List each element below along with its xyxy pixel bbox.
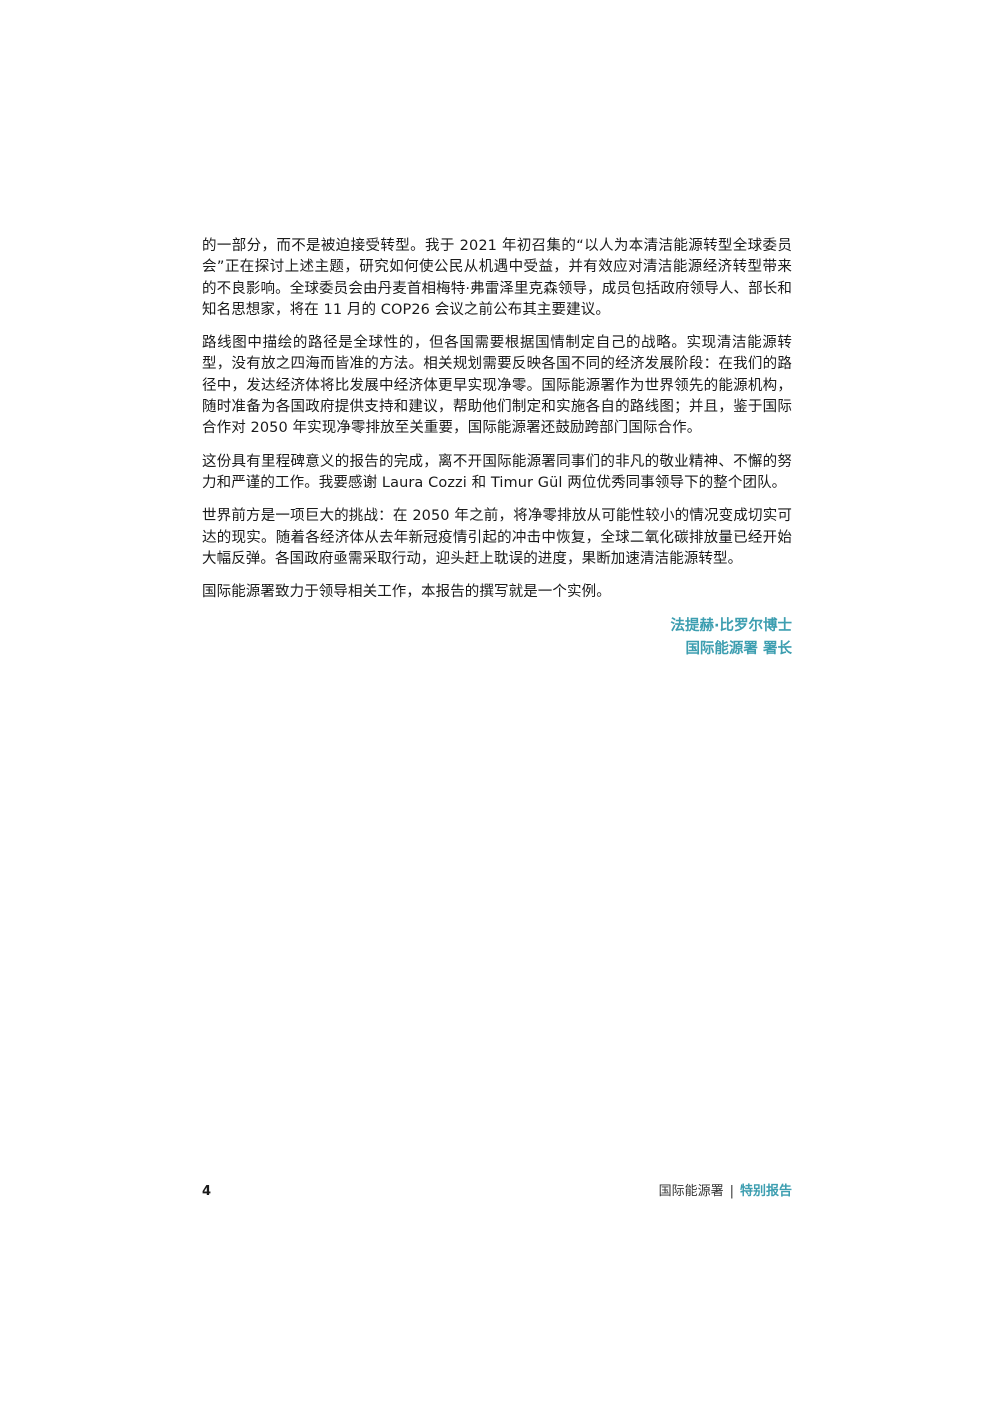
paragraph-5: 国际能源署致力于领导相关工作，本报告的撰写就是一个实例。 <box>202 584 611 601</box>
paragraph-4: 世界前方是一项巨大的挑战：在 2050 年之前，将净零排放从可能性较小的情况变成… <box>202 508 792 567</box>
page-footer: 4 国际能源署 | 特别报告 <box>202 1182 792 1202</box>
footer-separator: | <box>729 1184 734 1199</box>
paragraph-2: 路线图中描绘的路径是全球性的，但各国需要根据国情制定自己的战略。实现清洁能源转型… <box>202 335 792 437</box>
footer-report-type: 特别报告 <box>739 1184 792 1199</box>
body-text: 的一部分，而不是被迫接受转型。我于 2021 年初召集的“以人为本清洁能源转型全… <box>202 236 792 661</box>
page-number: 4 <box>202 1184 212 1199</box>
signature-title: 国际能源署 署长 <box>685 641 792 658</box>
paragraph-1: 的一部分，而不是被迫接受转型。我于 2021 年初召集的“以人为本清洁能源转型全… <box>202 238 792 318</box>
signature-block: 法提赫·比罗尔博士 国际能源署 署长 <box>202 615 792 661</box>
signature-name: 法提赫·比罗尔博士 <box>670 618 792 635</box>
footer-label: 国际能源署 | 特别报告 <box>659 1182 792 1202</box>
paragraph-3: 这份具有里程碑意义的报告的完成，离不开国际能源署同事们的非凡的敬业精神、不懈的努… <box>202 453 792 491</box>
footer-org: 国际能源署 <box>658 1184 724 1199</box>
